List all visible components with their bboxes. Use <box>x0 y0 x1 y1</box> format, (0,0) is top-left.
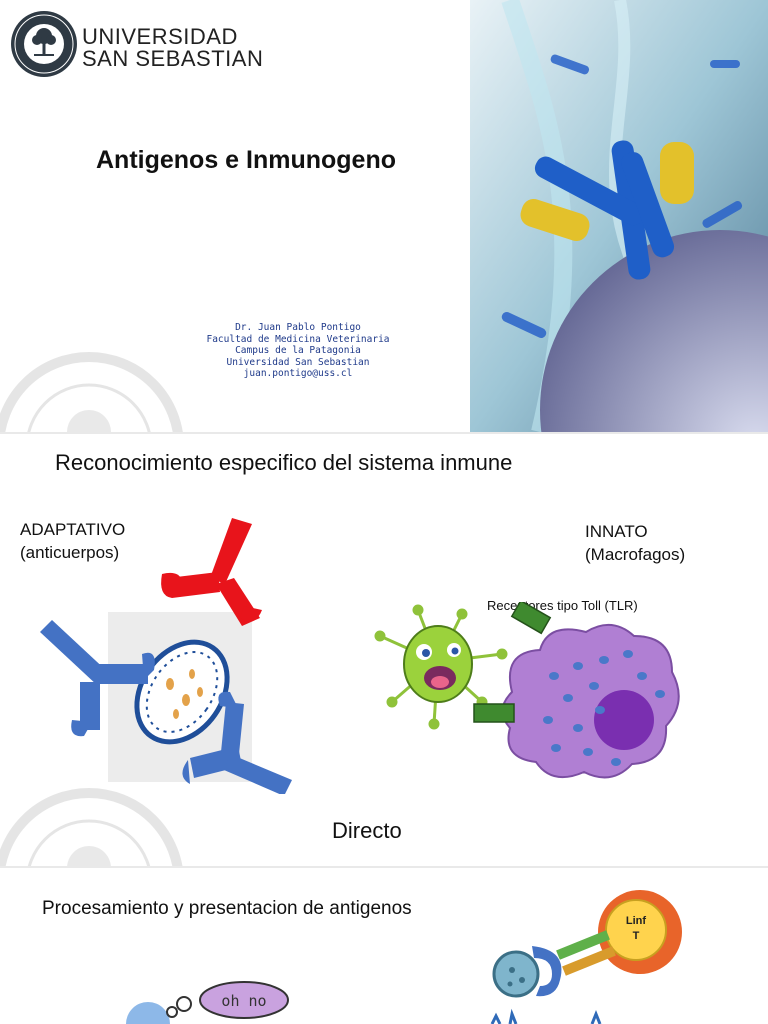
red-antibody-icon <box>161 518 262 626</box>
antigen-processing-slide: Procesamiento y presentacion de antigeno… <box>0 868 768 1024</box>
credit-line: Campus de la Patagonia <box>235 345 361 356</box>
mhc-receptor <box>562 946 616 976</box>
recognition-slide: Reconocimiento especifico del sistema in… <box>0 434 768 866</box>
speech-bubble <box>199 981 289 1019</box>
antigen-presenting-cell-icon <box>492 950 540 998</box>
bubble-text: oh no <box>221 992 266 1010</box>
seal-watermark <box>0 352 183 432</box>
cell-icon <box>126 1002 170 1024</box>
presentation-title: Antigenos e Inmunogeno <box>96 146 396 174</box>
adaptive-sublabel: (anticuerpos) <box>20 543 120 562</box>
author-credits: Dr. Juan Pablo Pontigo Facultad de Medic… <box>150 322 446 380</box>
university-name: UNIVERSIDAD SAN SEBASTIAN <box>82 26 263 70</box>
credit-line: Universidad San Sebastian <box>226 356 370 368</box>
receptor-arc <box>532 946 562 997</box>
seal-watermark <box>0 788 183 866</box>
university-line-1: UNIVERSIDAD <box>82 24 238 49</box>
blue-antibody-left-icon <box>40 620 155 737</box>
innate-sublabel: (Macrofagos) <box>585 545 686 564</box>
tcr-receptor <box>556 930 610 960</box>
innate-label-group: INNATO (Macrofagos) <box>585 520 685 566</box>
credit-line: Dr. Juan Pablo Pontigo <box>235 322 361 333</box>
antibody-illustration-photo <box>470 0 768 432</box>
title-slide: UNIVERSIDAD SAN SEBASTIAN Antigenos e In… <box>0 0 768 432</box>
university-seal-logo <box>11 11 77 77</box>
tlr-receptor-icon <box>473 602 552 723</box>
innate-label: INNATO <box>585 522 648 541</box>
adaptive-label: ADAPTATIVO <box>20 520 126 539</box>
pathogen-monster-icon <box>374 604 508 730</box>
antibody-binding-illustration <box>40 518 292 794</box>
slide-title: Procesamiento y presentacion de antigeno… <box>42 898 412 919</box>
thought-bubble-illustration: oh no <box>126 981 289 1024</box>
antigen-presentation-illustration: Linf T <box>490 890 682 1024</box>
credit-line: juan.pontigo@uss.cl <box>243 368 353 379</box>
macrophage-cell-icon <box>501 624 680 779</box>
slide-title: Reconocimiento especifico del sistema in… <box>55 450 513 475</box>
adaptive-label-group: ADAPTATIVO (anticuerpos) <box>20 518 125 564</box>
credit-line: Facultad de Medicina Veterinaria <box>206 333 390 345</box>
directo-label: Directo <box>332 818 402 843</box>
blue-antibody-bottom-icon <box>182 691 292 794</box>
macrophage-illustration <box>374 602 680 779</box>
lymph-label: Linf <box>626 915 646 927</box>
university-line-2: SAN SEBASTIAN <box>82 46 264 71</box>
lymph-label: T <box>633 930 640 942</box>
